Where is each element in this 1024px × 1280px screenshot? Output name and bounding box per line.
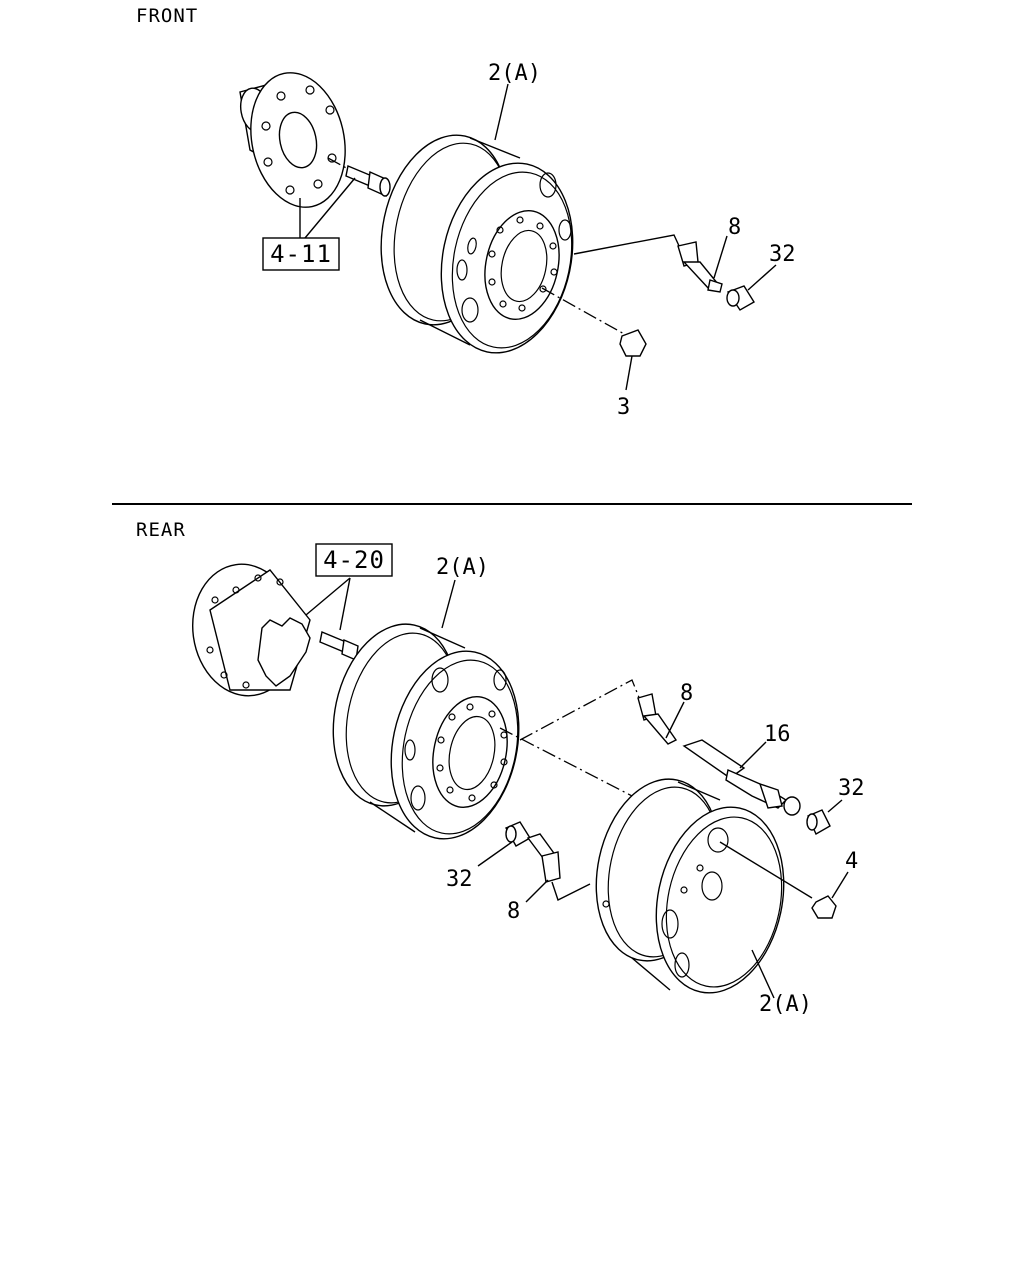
front-valve-cap [726, 264, 777, 311]
rear-cap-right-callout: 32 [838, 776, 865, 801]
front-rim-callout: 2(A) [488, 61, 541, 86]
rear-valve-lower-callout: 8 [507, 899, 520, 924]
section-label-rear: REAR [136, 519, 186, 541]
front-wheel-rim [380, 134, 574, 354]
rear-outer-rim-callout: 2(A) [759, 992, 812, 1017]
rear-inner-rim-leader [441, 579, 456, 629]
section-label-front: FRONT [136, 5, 198, 27]
rear-valve-upper-callout: 8 [680, 681, 693, 706]
rear-wheel-nut [811, 871, 849, 919]
rear-lower-valve-stem [525, 833, 591, 903]
rear-nut-callout: 4 [845, 849, 858, 874]
rear-hub [191, 563, 311, 697]
rear-left-valve-cap [477, 821, 531, 867]
rear-upper-valve-stem [519, 679, 685, 745]
front-hub [239, 72, 346, 208]
rear-inner-wheel-rim [332, 623, 520, 840]
front-reference-label: 4-11 [270, 240, 332, 268]
front-valve-stem [573, 234, 728, 293]
front-hub-bolt [327, 157, 391, 198]
rear-inner-rim-callout: 2(A) [436, 555, 489, 580]
rear-outer-wheel-rim [499, 727, 813, 999]
rear-reference-label: 4-20 [323, 546, 385, 574]
front-rim-leader [494, 83, 509, 141]
front-valve-callout: 8 [728, 215, 741, 240]
rear-cap-left-callout: 32 [446, 867, 473, 892]
rear-right-valve-cap [806, 799, 843, 835]
front-nut-callout: 3 [617, 395, 630, 420]
rear-reference-box: 4-20 [299, 543, 393, 631]
rear-valve-extension [682, 739, 801, 816]
rear-hub-bolt [319, 631, 359, 662]
front-reference-box: 4-11 [262, 177, 356, 271]
rear-extension-callout: 16 [764, 722, 791, 747]
front-wheel-nut [541, 287, 647, 391]
front-cap-callout: 32 [769, 242, 796, 267]
